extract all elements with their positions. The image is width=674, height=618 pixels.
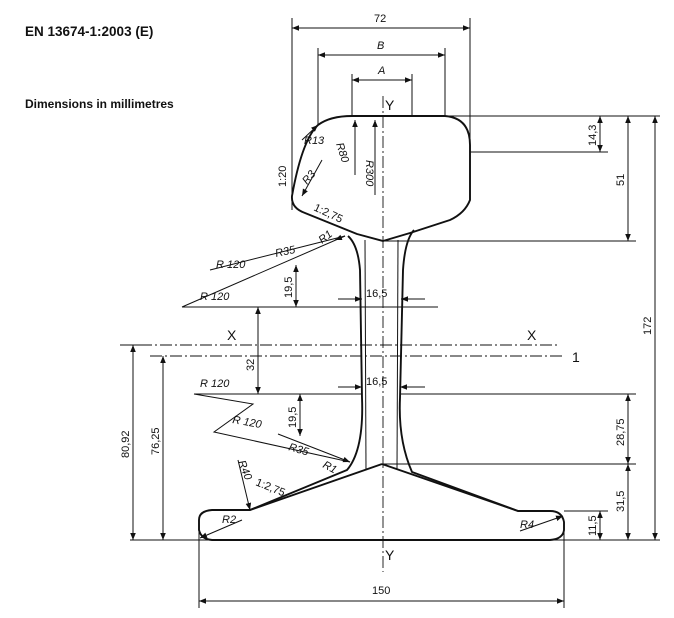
standard-reference: EN 13674-1:2003 (E) xyxy=(25,24,154,39)
r2-leader xyxy=(199,519,243,539)
r1-upper-label: R1 xyxy=(316,228,334,246)
r1-lower-label: R1 xyxy=(321,459,339,476)
foot-top-right xyxy=(381,463,519,512)
r300-label: R300 xyxy=(363,160,375,187)
dim-72-label: 72 xyxy=(374,13,386,25)
lower-leader-arrow xyxy=(277,433,351,463)
y-label-bottom: Y xyxy=(385,547,395,563)
r4-leader xyxy=(519,515,564,532)
dim-b-label: B xyxy=(377,40,384,52)
dim-a-label: A xyxy=(377,65,385,77)
r35-upper-label: R35 xyxy=(274,244,297,260)
r13-leader xyxy=(301,124,319,141)
r2-label: R2 xyxy=(222,514,236,526)
upper-leader-arrow xyxy=(334,234,346,241)
web-lower-label: 16,5 xyxy=(366,376,387,388)
y-label-top: Y xyxy=(385,97,395,113)
line-1-label: 1 xyxy=(572,349,580,365)
r120-c-label: R 120 xyxy=(200,378,230,390)
foot-top-left xyxy=(249,463,383,511)
dim-19-5-upper-label: 19,5 xyxy=(283,277,295,298)
web-upper-label: 16,5 xyxy=(366,288,387,300)
dim-150-label: 150 xyxy=(372,585,390,597)
r80-label: R80 xyxy=(333,141,351,165)
dim-80-92-label: 80,92 xyxy=(120,430,132,458)
slope-lower-label: 1:2,75 xyxy=(254,477,287,500)
lower-zigzag-leader xyxy=(193,393,351,463)
x-label-right: X xyxy=(527,327,537,343)
r13-label: R13 xyxy=(304,135,325,147)
dim-51-label: 51 xyxy=(615,174,627,186)
web-inner-left xyxy=(364,239,367,471)
r35-lower-label: R35 xyxy=(287,441,311,458)
r40-label: R40 xyxy=(235,459,254,483)
dim-28-75-label: 28,75 xyxy=(615,418,627,446)
dim-19-5-lower-label: 19,5 xyxy=(287,407,299,428)
r3-leader xyxy=(301,159,323,197)
dim-14-3-label: 14,3 xyxy=(587,125,599,146)
r120-d-label: R 120 xyxy=(231,414,263,431)
r40-leader xyxy=(237,459,252,511)
dim-11-5-label: 11,5 xyxy=(587,515,599,536)
r120-a-label: R 120 xyxy=(216,259,246,271)
slope-1-20-label: 1:20 xyxy=(277,166,289,187)
dim-32-label: 32 xyxy=(245,359,257,371)
dim-76-25-label: 76,25 xyxy=(150,427,162,455)
web-inner-right xyxy=(396,239,399,471)
dim-172-label: 172 xyxy=(642,317,654,335)
dim-31-5-label: 31,5 xyxy=(615,491,627,512)
r4-label: R4 xyxy=(520,519,534,531)
x-label-left: X xyxy=(227,327,237,343)
units-note: Dimensions in millimetres xyxy=(25,97,174,111)
r120-b-label: R 120 xyxy=(200,291,230,303)
